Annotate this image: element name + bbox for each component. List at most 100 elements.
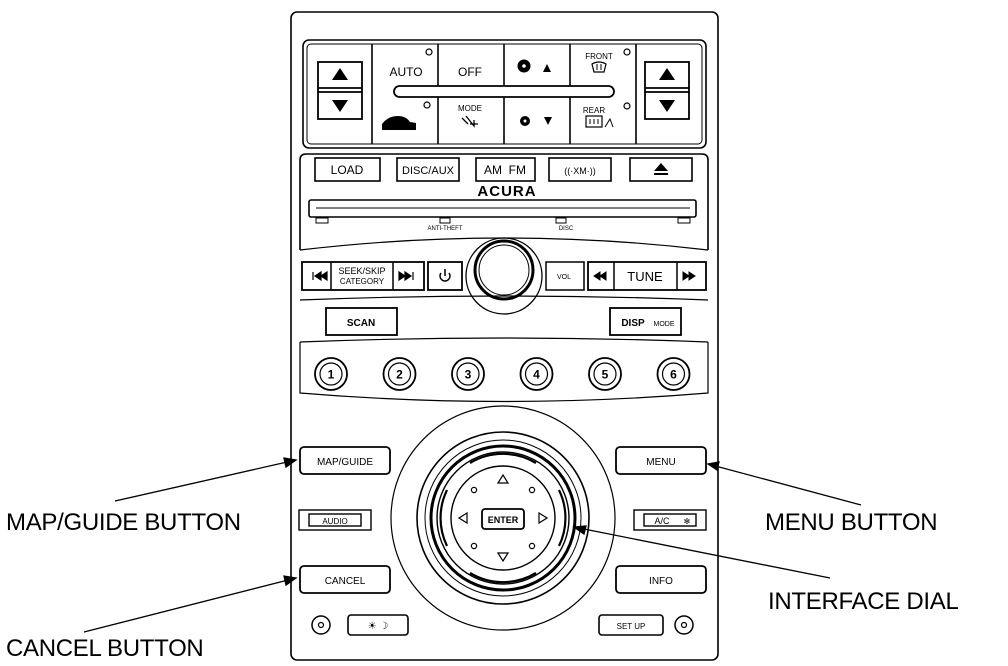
category-label: CATEGORY	[340, 277, 385, 286]
dial-diagonal-dots	[470, 486, 536, 550]
scan-button[interactable]	[325, 307, 398, 336]
interface-dial[interactable]	[429, 444, 577, 592]
tune-control: TUNE	[587, 261, 707, 291]
audio-button[interactable]	[298, 509, 372, 531]
setup-button[interactable]	[598, 614, 664, 636]
eject-button[interactable]	[629, 157, 693, 182]
mode-label: MODE	[458, 104, 482, 113]
map-guide-leader	[114, 459, 297, 502]
rewind-icon	[593, 271, 607, 281]
disp-label: DISP	[621, 318, 645, 329]
disc-indicator	[555, 217, 567, 224]
auto-button[interactable]: AUTO	[389, 48, 433, 79]
seek-skip-label: SEEK/SKIP	[338, 266, 385, 276]
dial-bezel-inner	[424, 439, 582, 597]
tune-up-button[interactable]	[682, 271, 696, 281]
preset-button-1[interactable]: 1	[314, 357, 348, 391]
rear-label: REAR	[583, 106, 605, 115]
rear-defrost-icon	[585, 115, 603, 128]
recirculation-indicator	[423, 101, 431, 109]
front-defrost-button[interactable]: FRONT	[585, 48, 631, 73]
dial-right-arrow-icon[interactable]	[538, 511, 549, 525]
dial-down-arrow-icon[interactable]	[496, 552, 510, 563]
driver-temp-up-button[interactable]	[332, 68, 348, 80]
disc-aux-label: DISC/AUX	[402, 165, 455, 177]
map-guide-button[interactable]	[299, 446, 391, 475]
auto-indicator	[425, 48, 433, 56]
dial-joystick[interactable]	[450, 465, 556, 571]
disp-mode-button[interactable]	[609, 307, 682, 336]
cancel-label: CANCEL	[325, 576, 366, 587]
preset-label: 2	[396, 368, 403, 382]
load-label: LOAD	[331, 163, 364, 177]
eject-icon	[654, 163, 668, 171]
recirculation-button[interactable]	[382, 101, 431, 130]
climate-display-strip	[393, 85, 615, 98]
knob-recess	[465, 237, 543, 315]
off-button[interactable]: OFF	[458, 65, 482, 79]
front-defrost-icon	[591, 61, 607, 73]
callout-leaders	[83, 457, 862, 633]
front-label: FRONT	[585, 52, 613, 61]
seek-back-button[interactable]	[312, 270, 328, 282]
map-guide-callout: MAP/GUIDE BUTTON	[6, 509, 241, 536]
anti-theft-indicator	[439, 217, 451, 224]
disc-indicator-label: DISC	[559, 226, 574, 232]
dial-up-arrow-icon[interactable]	[496, 473, 510, 484]
right-knob[interactable]	[674, 615, 694, 635]
preset-button-4[interactable]: 4	[519, 357, 554, 391]
fan-speed-up-button[interactable]	[517, 59, 552, 73]
ac-label: A/C	[654, 516, 670, 526]
load-button[interactable]	[314, 157, 381, 182]
scan-label: SCAN	[347, 318, 375, 329]
skip-forward-icon	[398, 270, 414, 282]
fast-forward-icon	[682, 271, 696, 281]
arrow-down-icon	[544, 117, 552, 125]
mode-button[interactable]: MODE	[458, 104, 482, 128]
anti-theft-label: ANTI-THEFT	[428, 226, 463, 232]
passenger-temp-down-button[interactable]	[659, 100, 675, 112]
enter-button[interactable]	[481, 508, 525, 530]
ac-button[interactable]	[633, 509, 707, 531]
vol-label: VOL	[557, 274, 571, 281]
menu-leader	[707, 463, 862, 506]
passenger-temp-control	[644, 61, 690, 120]
preset-button-6[interactable]: 6	[656, 357, 691, 391]
disp-mode-label: MODE	[654, 321, 675, 328]
left-knob[interactable]	[311, 615, 331, 635]
preset-button-3[interactable]: 3	[451, 357, 485, 391]
tune-down-button[interactable]	[593, 271, 607, 281]
rear-defrost-indicator	[623, 102, 631, 110]
volume-knob[interactable]	[473, 239, 535, 301]
air-mode-icon	[461, 115, 478, 128]
menu-button[interactable]	[615, 446, 707, 475]
front-defrost-indicator	[623, 48, 631, 56]
preset-button-5[interactable]: 5	[588, 357, 622, 391]
xm-button[interactable]	[548, 157, 612, 182]
menu-callout: MENU BUTTON	[765, 509, 938, 536]
interface-dial-callout: INTERFACE DIAL	[768, 588, 959, 615]
brightness-button[interactable]	[347, 614, 409, 636]
cancel-button[interactable]	[299, 565, 391, 594]
rear-defrost-button[interactable]: REAR	[583, 102, 631, 128]
arrow-up-icon	[543, 64, 551, 72]
disc-aux-button[interactable]	[396, 157, 460, 182]
ac-fan-icon: ✻	[684, 517, 691, 526]
power-icon	[439, 269, 451, 282]
car-recirculation-icon	[382, 116, 416, 130]
interface-dial-leader	[573, 526, 831, 579]
driver-temp-control	[317, 61, 363, 120]
info-button[interactable]	[615, 565, 707, 594]
am-fm-button[interactable]	[475, 157, 536, 182]
seek-forward-button[interactable]	[398, 270, 414, 282]
power-button[interactable]	[427, 261, 463, 291]
dial-left-arrow-icon[interactable]	[457, 511, 468, 525]
driver-temp-down-button[interactable]	[332, 100, 348, 112]
passenger-temp-up-button[interactable]	[659, 68, 675, 80]
preset-button-2[interactable]: 2	[382, 357, 417, 391]
fan-speed-down-button[interactable]	[520, 116, 552, 126]
dial-outer-ring	[390, 405, 616, 631]
setup-label: SET UP	[617, 622, 646, 631]
